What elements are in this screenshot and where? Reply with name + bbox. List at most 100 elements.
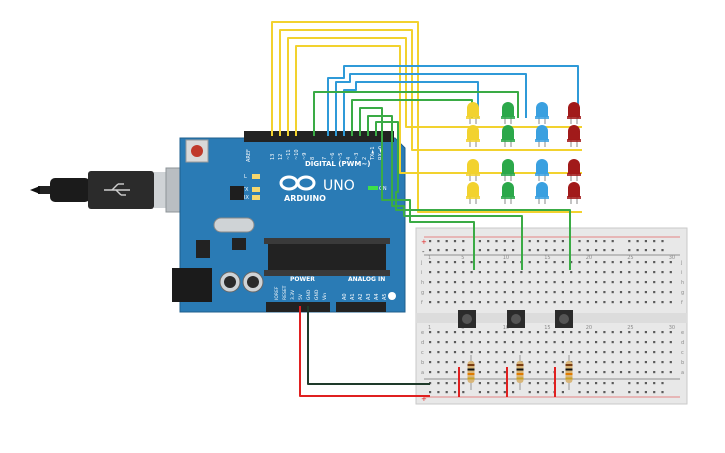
rail-hole[interactable] xyxy=(653,391,656,394)
breadboard-hole[interactable] xyxy=(619,281,623,284)
breadboard-hole[interactable] xyxy=(478,371,481,374)
breadboard-hole[interactable] xyxy=(586,351,589,354)
breadboard-hole[interactable] xyxy=(586,331,589,334)
rail-hole[interactable] xyxy=(429,382,432,385)
push-button-3[interactable] xyxy=(555,310,573,328)
resistor[interactable] xyxy=(565,355,573,390)
led[interactable] xyxy=(567,182,581,204)
rail-hole[interactable] xyxy=(628,240,631,243)
breadboard-hole[interactable] xyxy=(536,361,540,364)
breadboard-hole[interactable] xyxy=(619,301,623,304)
rail-hole[interactable] xyxy=(437,382,440,385)
led[interactable] xyxy=(567,159,581,181)
breadboard-hole[interactable] xyxy=(628,301,631,304)
breadboard-hole[interactable] xyxy=(453,281,457,284)
resistor[interactable] xyxy=(467,355,475,390)
rail-hole[interactable] xyxy=(495,382,498,385)
rail-hole[interactable] xyxy=(578,249,581,252)
rail-hole[interactable] xyxy=(478,249,481,252)
breadboard-hole[interactable] xyxy=(644,331,647,334)
breadboard-hole[interactable] xyxy=(561,271,564,274)
rail-hole[interactable] xyxy=(553,249,556,252)
breadboard-hole[interactable] xyxy=(429,371,432,374)
breadboard-hole[interactable] xyxy=(603,261,606,264)
breadboard-hole[interactable] xyxy=(644,301,647,304)
breadboard-hole[interactable] xyxy=(628,351,631,354)
breadboard-hole[interactable] xyxy=(429,271,432,274)
rail-hole[interactable] xyxy=(528,249,531,252)
led[interactable] xyxy=(535,102,549,124)
led[interactable] xyxy=(466,182,480,204)
breadboard-hole[interactable] xyxy=(429,281,432,284)
breadboard-hole[interactable] xyxy=(636,361,639,364)
breadboard-hole[interactable] xyxy=(603,351,606,354)
breadboard-hole[interactable] xyxy=(453,361,457,364)
breadboard-hole[interactable] xyxy=(636,291,639,294)
breadboard-hole[interactable] xyxy=(545,301,548,304)
breadboard-hole[interactable] xyxy=(445,341,448,344)
breadboard-hole[interactable] xyxy=(603,291,606,294)
breadboard-hole[interactable] xyxy=(487,271,490,274)
power-jack[interactable] xyxy=(172,268,212,302)
red-wire[interactable] xyxy=(299,306,430,397)
rail-hole[interactable] xyxy=(487,382,490,385)
breadboard-hole[interactable] xyxy=(619,331,623,334)
breadboard-hole[interactable] xyxy=(437,341,440,344)
breadboard-hole[interactable] xyxy=(595,371,598,374)
breadboard-hole[interactable] xyxy=(628,361,631,364)
breadboard-hole[interactable] xyxy=(453,271,457,274)
analog-header[interactable] xyxy=(336,302,386,312)
breadboard-hole[interactable] xyxy=(661,361,664,364)
breadboard-hole[interactable] xyxy=(561,281,564,284)
breadboard-hole[interactable] xyxy=(495,341,498,344)
breadboard-hole[interactable] xyxy=(437,331,440,334)
breadboard-hole[interactable] xyxy=(512,351,515,354)
rail-hole[interactable] xyxy=(586,391,589,394)
breadboard-hole[interactable] xyxy=(453,331,457,334)
breadboard-hole[interactable] xyxy=(619,271,623,274)
breadboard-hole[interactable] xyxy=(669,341,672,344)
breadboard-hole[interactable] xyxy=(545,351,548,354)
breadboard-hole[interactable] xyxy=(628,261,631,264)
rail-hole[interactable] xyxy=(528,382,531,385)
breadboard-hole[interactable] xyxy=(445,371,448,374)
breadboard-hole[interactable] xyxy=(536,351,540,354)
breadboard-hole[interactable] xyxy=(553,361,556,364)
rail-hole[interactable] xyxy=(453,382,457,385)
breadboard-hole[interactable] xyxy=(653,371,656,374)
led[interactable] xyxy=(567,102,581,124)
breadboard-hole[interactable] xyxy=(611,271,614,274)
breadboard-hole[interactable] xyxy=(478,261,481,264)
wires[interactable] xyxy=(271,21,582,397)
breadboard-hole[interactable] xyxy=(669,281,672,284)
breadboard-hole[interactable] xyxy=(595,301,598,304)
rail-hole[interactable] xyxy=(445,382,448,385)
breadboard-hole[interactable] xyxy=(520,291,523,294)
breadboard-hole[interactable] xyxy=(495,361,498,364)
breadboard-hole[interactable] xyxy=(553,291,556,294)
breadboard-hole[interactable] xyxy=(503,271,506,274)
breadboard-hole[interactable] xyxy=(644,281,647,284)
breadboard-hole[interactable] xyxy=(586,341,589,344)
breadboard-hole[interactable] xyxy=(661,261,664,264)
rail-hole[interactable] xyxy=(644,240,647,243)
breadboard-hole[interactable] xyxy=(586,291,589,294)
breadboard-hole[interactable] xyxy=(470,261,473,264)
breadboard-hole[interactable] xyxy=(636,261,639,264)
breadboard-hole[interactable] xyxy=(512,281,515,284)
rail-hole[interactable] xyxy=(503,382,506,385)
led[interactable] xyxy=(466,159,480,181)
breadboard-hole[interactable] xyxy=(628,281,631,284)
black-wire[interactable] xyxy=(307,306,430,385)
breadboard-hole[interactable] xyxy=(512,291,515,294)
breadboard-hole[interactable] xyxy=(545,331,548,334)
breadboard-hole[interactable] xyxy=(478,361,481,364)
rail-hole[interactable] xyxy=(636,249,639,252)
breadboard-hole[interactable] xyxy=(445,281,448,284)
breadboard-hole[interactable] xyxy=(445,331,448,334)
breadboard-hole[interactable] xyxy=(429,361,432,364)
breadboard-hole[interactable] xyxy=(528,361,531,364)
rail-hole[interactable] xyxy=(437,249,440,252)
breadboard-hole[interactable] xyxy=(462,351,465,354)
breadboard-hole[interactable] xyxy=(611,331,614,334)
